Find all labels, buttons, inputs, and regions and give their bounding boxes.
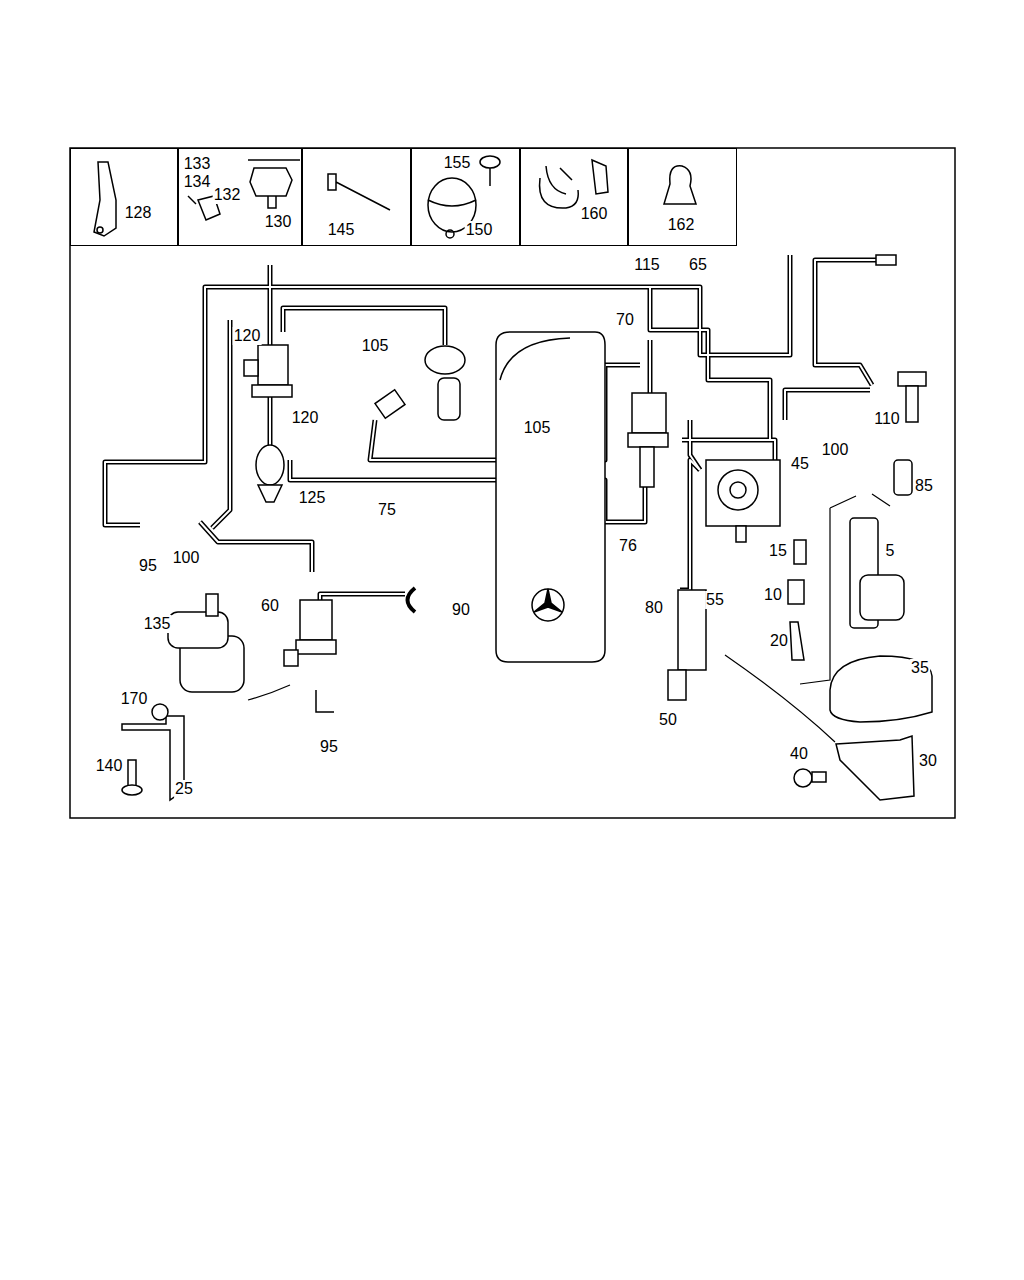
callout-number: 10 xyxy=(763,586,783,604)
callout-number: 160 xyxy=(580,205,609,223)
callout-number: 115 xyxy=(633,256,661,274)
callout-number: 80 xyxy=(644,599,664,617)
callout-number: 130 xyxy=(264,213,293,231)
parts-cell: 162 xyxy=(628,148,737,246)
callout-number: 135 xyxy=(143,615,172,633)
callout-number: 128 xyxy=(124,204,153,222)
callout-number: 50 xyxy=(658,711,678,729)
callout-number: 110 xyxy=(873,410,901,428)
callout-number: 133 xyxy=(183,155,212,173)
callout-number: 145 xyxy=(327,221,356,239)
callout-number: 95 xyxy=(319,738,339,756)
callout-number: 65 xyxy=(688,256,708,274)
callout-number: 100 xyxy=(821,441,850,459)
callout-number: 134 xyxy=(183,173,212,191)
callout-number: 125 xyxy=(298,489,327,507)
callout-number: 105 xyxy=(523,419,552,437)
callout-number: 15 xyxy=(768,542,788,560)
callout-number: 85 xyxy=(914,477,934,495)
parts-cell: 155 150 xyxy=(411,148,520,246)
callout-number: 132 xyxy=(213,186,242,204)
callout-number: 120 xyxy=(291,409,320,427)
callout-number: 90 xyxy=(451,601,471,619)
callout-number: 55 xyxy=(705,591,725,609)
callout-number: 20 xyxy=(769,632,789,650)
callout-number: 60 xyxy=(260,597,280,615)
callout-number: 5 xyxy=(885,542,896,560)
callout-number: 100 xyxy=(172,549,201,567)
parts-cell: 160 xyxy=(520,148,628,246)
callout-number: 140 xyxy=(95,757,124,775)
parts-cell: 133134132 130 xyxy=(178,148,302,246)
callout-number: 155 xyxy=(443,154,472,172)
callout-number: 76 xyxy=(618,537,638,555)
parts-cell: 128 xyxy=(70,148,178,246)
callout-number: 70 xyxy=(615,311,635,329)
callout-number: 105 xyxy=(361,337,390,355)
callout-number: 162 xyxy=(667,216,696,234)
callout-number: 25 xyxy=(174,780,194,798)
callout-number: 95 xyxy=(138,557,158,575)
callout-number: 75 xyxy=(377,501,397,519)
callout-number: 150 xyxy=(465,221,494,239)
parts-cell: 145 xyxy=(302,148,411,246)
callout-number: 45 xyxy=(790,455,810,473)
callout-number: 30 xyxy=(918,752,938,770)
callout-number: 35 xyxy=(910,659,930,677)
callout-number: 40 xyxy=(789,745,809,763)
callout-number: 170 xyxy=(120,690,149,708)
callout-number: 120 xyxy=(233,327,262,345)
